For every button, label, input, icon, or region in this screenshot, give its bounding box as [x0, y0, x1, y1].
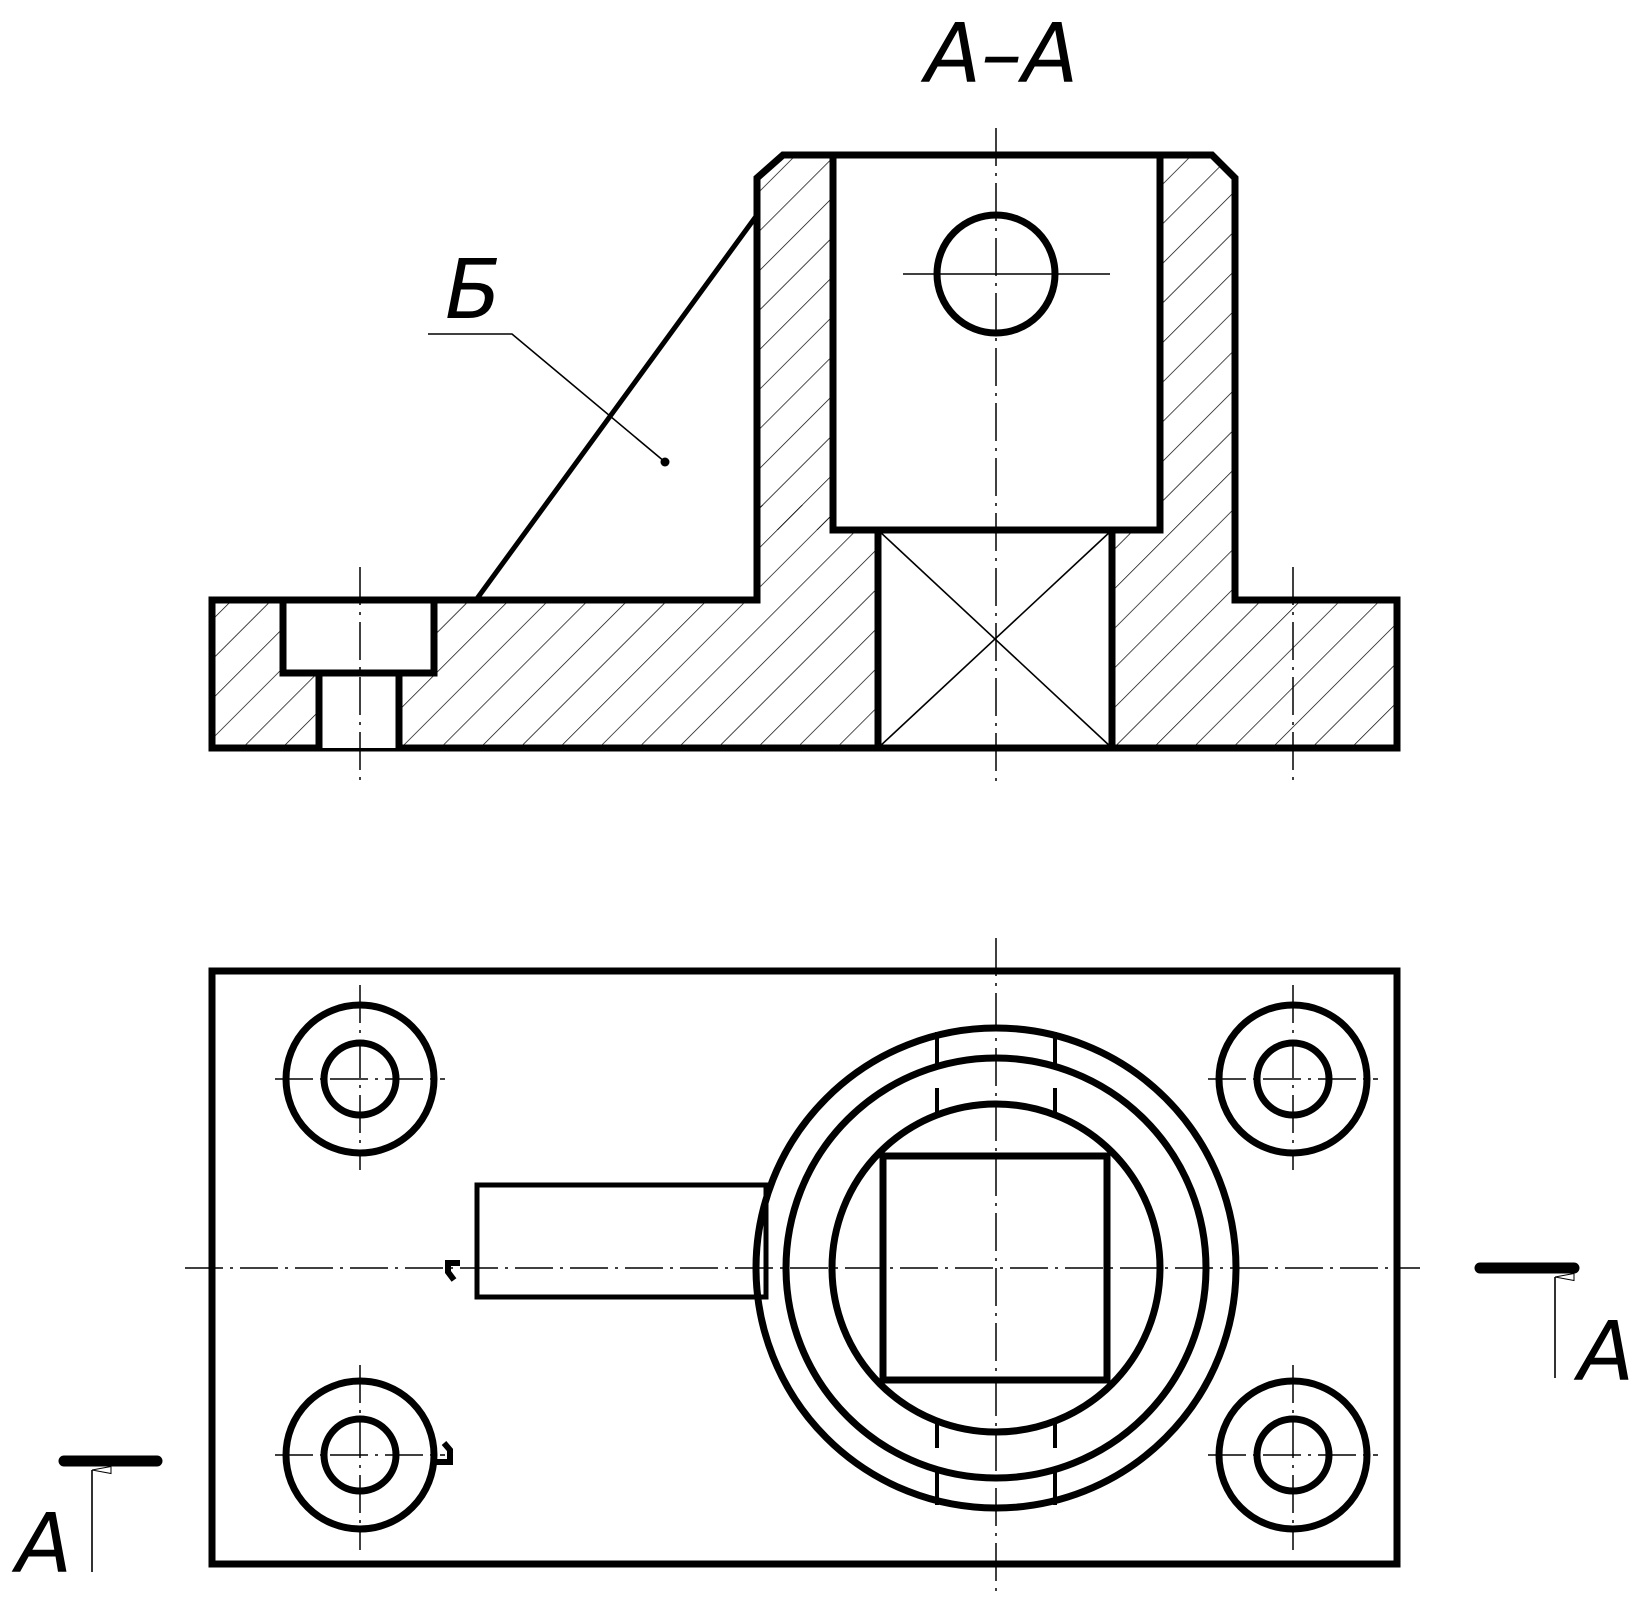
- plan-view: [185, 938, 1420, 1598]
- cut-marker-left: [58, 1455, 163, 1572]
- cut-marker-right: [1474, 1262, 1580, 1378]
- rib-edge: [473, 213, 760, 602]
- rib-plan: [474, 1182, 769, 1300]
- section-title: А–А: [920, 7, 1078, 102]
- square-hole-section: [874, 526, 1116, 752]
- hole-centre-lines: [275, 985, 1378, 1550]
- section-view: [208, 128, 1401, 785]
- leader-line: [428, 333, 670, 467]
- feature-label: Б: [445, 243, 501, 338]
- cut-marker-label-right: А: [1573, 1305, 1634, 1400]
- cut-marker-label-left: А: [11, 1497, 72, 1592]
- counterbore-hole-section: [279, 596, 438, 748]
- break-mark: [445, 1260, 460, 1282]
- break-mark: [434, 1441, 453, 1465]
